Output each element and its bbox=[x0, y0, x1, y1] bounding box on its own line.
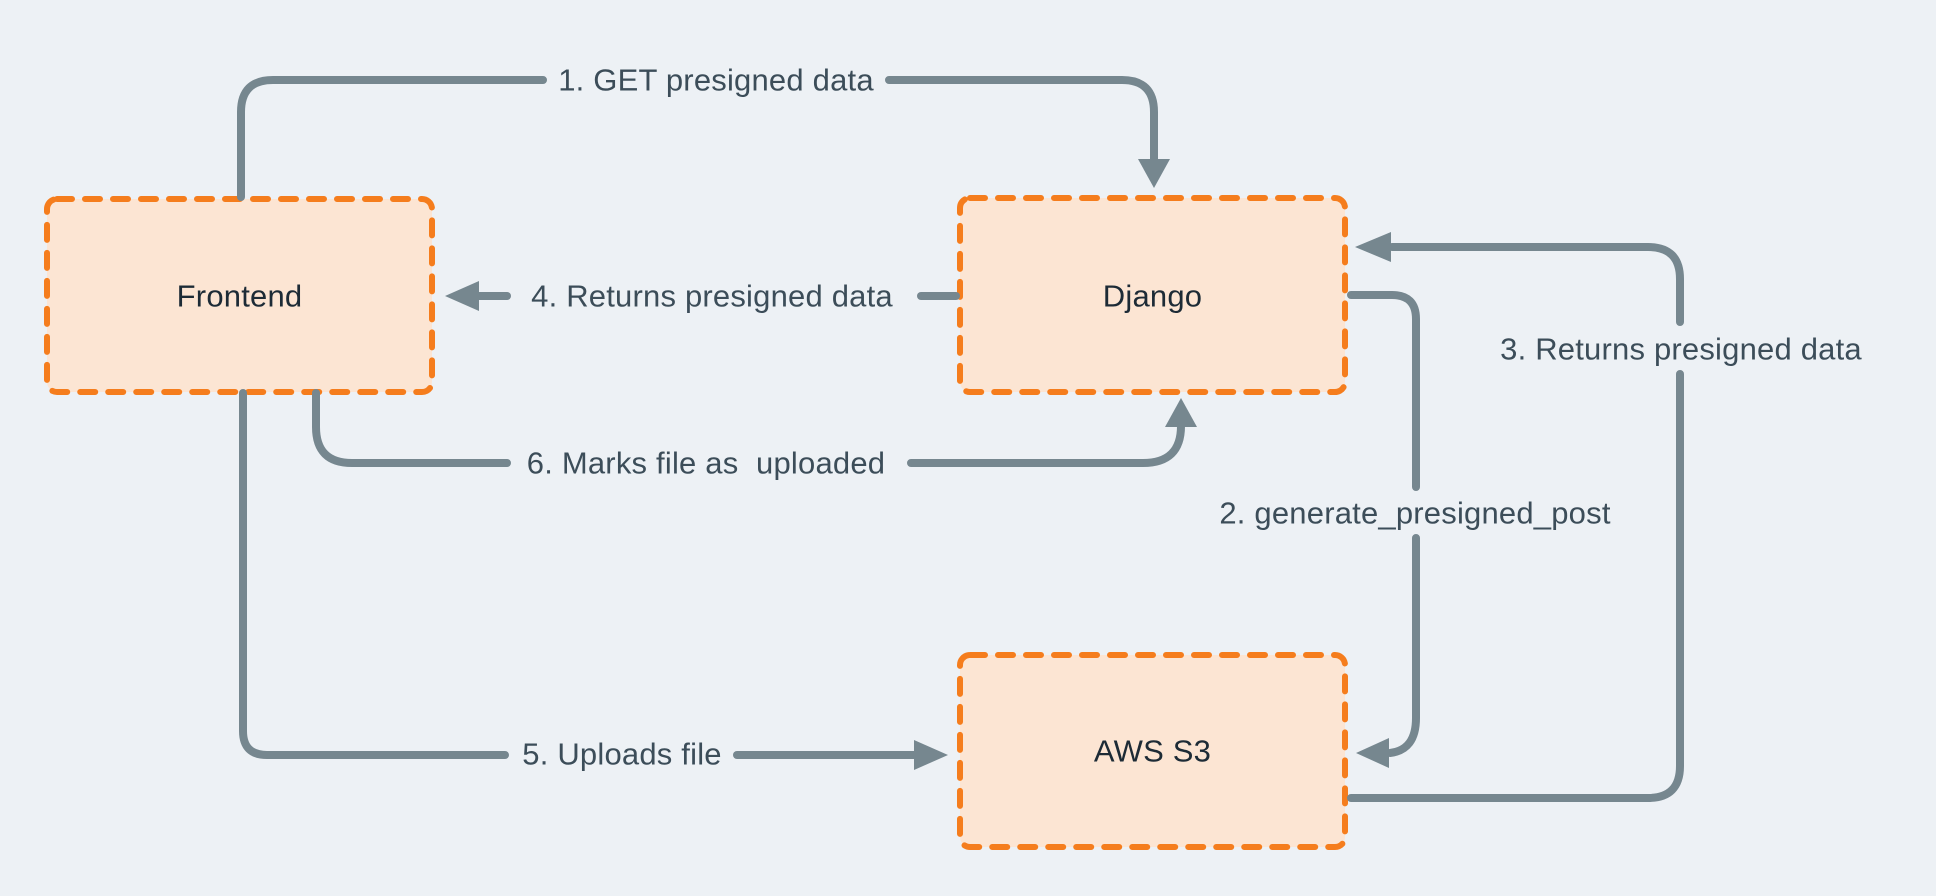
edge-step1-segment-end bbox=[885, 76, 1158, 165]
edge-label-step-5: 5. Uploads file bbox=[522, 736, 722, 772]
edge-step3-segment-end bbox=[1388, 243, 1684, 326]
edge-step3-arrowhead-left bbox=[1355, 232, 1391, 262]
edge-step5-segment-start bbox=[239, 389, 509, 759]
edge-step5-arrowhead-right bbox=[914, 740, 948, 770]
edge-label-step-6: 6. Marks file as uploaded bbox=[526, 445, 886, 481]
edge-step2-segment-end bbox=[1386, 534, 1420, 757]
node-django-label: Django bbox=[1102, 278, 1203, 314]
edge-step1-segment-start bbox=[237, 76, 547, 201]
node-aws-s3-box bbox=[957, 652, 1348, 850]
edge-label-step-2: 2. generate_presigned_post bbox=[1219, 495, 1611, 531]
edge-step4-arrowhead-left bbox=[445, 281, 479, 311]
edge-label-step-3: 3. Returns presigned data bbox=[1500, 331, 1862, 367]
edge-step1-arrowhead-down bbox=[1138, 159, 1170, 188]
node-frontend-label: Frontend bbox=[176, 278, 303, 314]
edge-step6-arrowhead-up bbox=[1165, 398, 1197, 427]
edge-step6-segment-start bbox=[312, 389, 511, 467]
edge-step6-segment-end bbox=[907, 422, 1185, 467]
edge-label-step-1: 1. GET presigned data bbox=[558, 62, 874, 98]
node-django-box bbox=[957, 195, 1348, 395]
edge-step2-segment-start bbox=[1347, 291, 1420, 491]
edge-step2-arrowhead-left bbox=[1356, 738, 1389, 768]
edge-label-step-4: 4. Returns presigned data bbox=[531, 278, 893, 314]
node-aws-s3-label: AWS S3 bbox=[1093, 733, 1212, 769]
edge-step3-segment-start bbox=[1347, 370, 1684, 802]
